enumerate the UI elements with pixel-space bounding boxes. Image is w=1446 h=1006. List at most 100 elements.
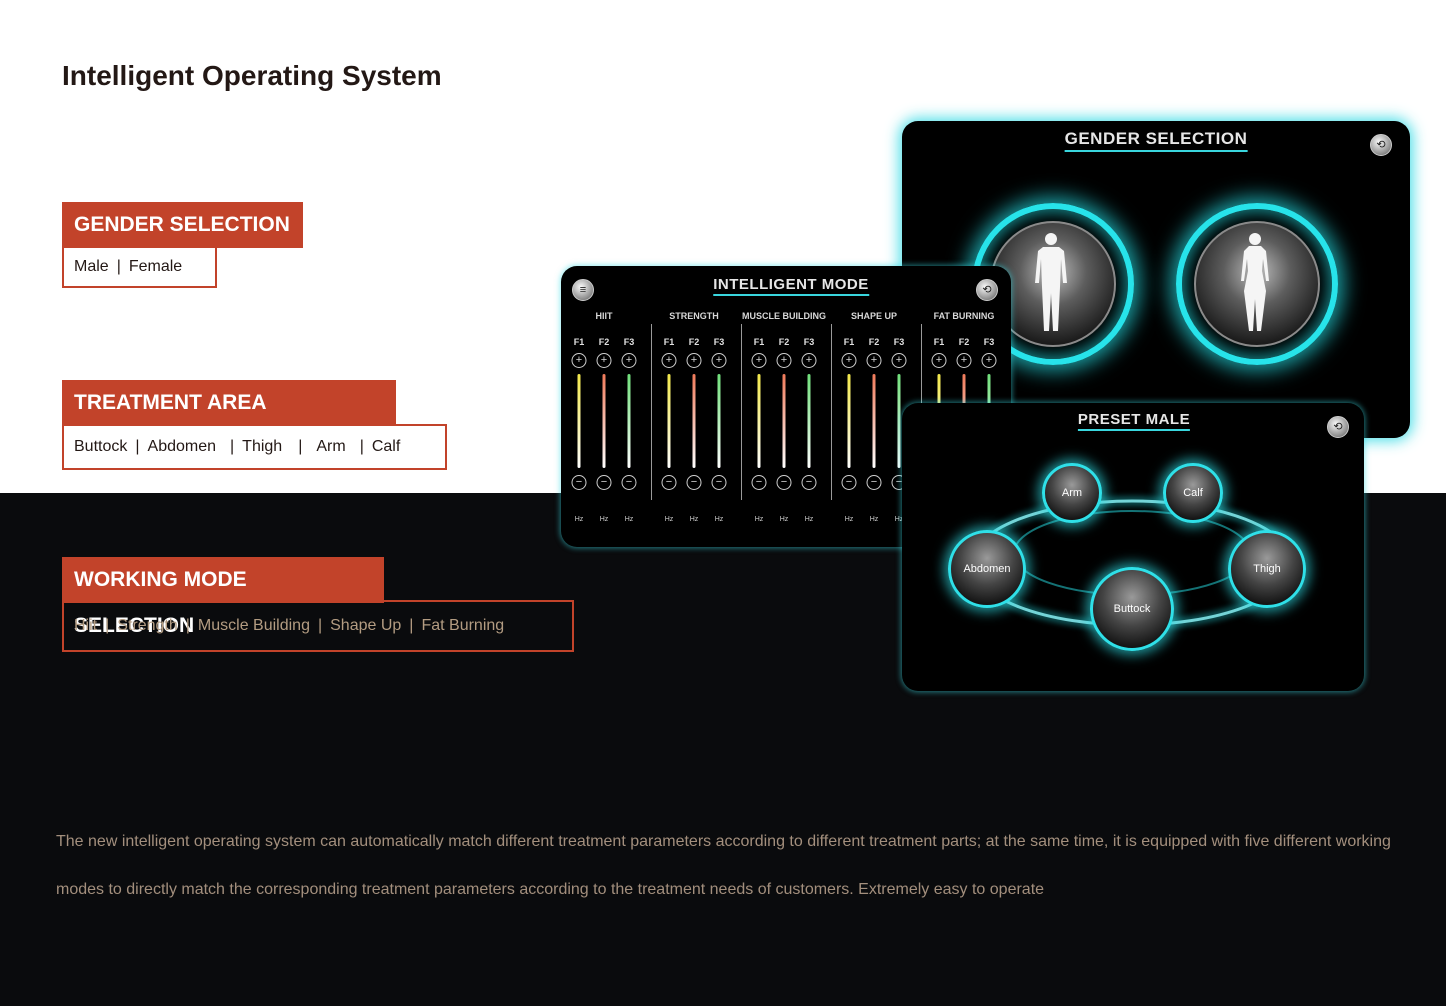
option-separator: | [185, 617, 190, 634]
intensity-slider[interactable] [602, 374, 606, 468]
hz-label: Hz [779, 516, 789, 523]
plus-button[interactable]: + [686, 353, 702, 368]
group-divider [831, 324, 832, 500]
channel-label: F2 [868, 337, 880, 347]
intensity-slider[interactable] [847, 374, 851, 468]
intensity-slider[interactable] [577, 374, 581, 468]
plus-button[interactable]: + [621, 353, 637, 368]
option-separator: | [359, 438, 364, 455]
option-separator: | [105, 617, 110, 634]
area-thigh-button[interactable]: Thigh [1228, 530, 1306, 608]
minus-button[interactable]: − [711, 475, 727, 490]
treatment-area-heading: TREATMENT AREA SELECTION [62, 380, 396, 460]
minus-button[interactable]: − [596, 475, 612, 490]
minus-button[interactable]: − [866, 475, 882, 490]
preset-male-screen: PRESET MALE ⟲ Arm Calf Abdomen Thigh But… [902, 403, 1364, 691]
gender-selection-heading: GENDER SELECTION [62, 202, 303, 248]
intensity-slider[interactable] [897, 374, 901, 468]
channel-label: F1 [573, 337, 585, 347]
option-fat-burning: Fat Burning [421, 617, 505, 634]
minus-button[interactable]: − [621, 475, 637, 490]
intensity-slider[interactable] [872, 374, 876, 468]
channel-label: F3 [893, 337, 905, 347]
area-buttock-button[interactable]: Buttock [1090, 567, 1174, 651]
option-calf: Calf [371, 438, 401, 455]
hz-label: Hz [689, 516, 699, 523]
hz-label: Hz [574, 516, 584, 523]
page-title: Intelligent Operating System [62, 60, 442, 91]
mode-label: SHAPE UP [850, 311, 898, 321]
mode-label: MUSCLE BUILDING [742, 311, 826, 321]
intelligent-mode-title: INTELLIGENT MODE [713, 276, 869, 296]
option-separator: | [409, 617, 414, 634]
intensity-slider[interactable] [807, 374, 811, 468]
hz-label: Hz [869, 516, 879, 523]
channel-label: F1 [933, 337, 945, 347]
minus-button[interactable]: − [841, 475, 857, 490]
group-divider [651, 324, 652, 500]
plus-button[interactable]: + [841, 353, 857, 368]
area-abdomen-button[interactable]: Abdomen [948, 530, 1026, 608]
minus-button[interactable]: − [776, 475, 792, 490]
area-calf-button[interactable]: Calf [1163, 463, 1223, 523]
option-shape-up: Shape Up [330, 617, 402, 634]
mode-label: FAT BURNING [933, 311, 995, 321]
option-female: Female [128, 258, 183, 275]
plus-button[interactable]: + [981, 353, 997, 368]
minus-button[interactable]: − [661, 475, 677, 490]
plus-button[interactable]: + [751, 353, 767, 368]
mode-label: HIIT [595, 311, 613, 321]
hz-label: Hz [624, 516, 634, 523]
intensity-slider[interactable] [627, 374, 631, 468]
channel-label: F2 [778, 337, 790, 347]
option-arm: Arm [316, 438, 346, 455]
description-text: The new intelligent operating system can… [56, 833, 1391, 898]
option-hiit: Hiit [74, 617, 98, 634]
minus-button[interactable]: − [751, 475, 767, 490]
minus-button[interactable]: − [571, 475, 587, 490]
plus-button[interactable]: + [776, 353, 792, 368]
plus-button[interactable]: + [891, 353, 907, 368]
plus-button[interactable]: + [801, 353, 817, 368]
gender-screen-title: GENDER SELECTION [1064, 129, 1248, 152]
channel-label: F1 [663, 337, 675, 347]
hz-label: Hz [844, 516, 854, 523]
area-arm-button[interactable]: Arm [1042, 463, 1102, 523]
channel-label: F3 [713, 337, 725, 347]
preset-male-title: PRESET MALE [1077, 411, 1191, 431]
working-mode-heading: WORKING MODE SELECTION [62, 557, 384, 637]
settings-knob-icon[interactable]: ⟲ [976, 279, 998, 301]
hz-label: Hz [804, 516, 814, 523]
channel-label: F2 [598, 337, 610, 347]
plus-button[interactable]: + [596, 353, 612, 368]
channel-label: F3 [983, 337, 995, 347]
intensity-slider[interactable] [782, 374, 786, 468]
gender-options-box: Male | Female [62, 246, 217, 288]
channel-label: F1 [843, 337, 855, 347]
intensity-slider[interactable] [692, 374, 696, 468]
minus-button[interactable]: − [801, 475, 817, 490]
treatment-options-box: Buttock | Abdomen | Thigh | Arm | Calf [62, 424, 447, 470]
channel-label: F2 [688, 337, 700, 347]
plus-button[interactable]: + [661, 353, 677, 368]
plus-button[interactable]: + [931, 353, 947, 368]
intensity-slider[interactable] [717, 374, 721, 468]
home-knob-icon[interactable]: ≡ [572, 279, 594, 301]
settings-knob-icon[interactable]: ⟲ [1327, 416, 1349, 438]
mode-label: STRENGTH [669, 311, 719, 321]
plus-button[interactable]: + [571, 353, 587, 368]
minus-button[interactable]: − [686, 475, 702, 490]
hz-label: Hz [714, 516, 724, 523]
option-thigh: Thigh [242, 438, 283, 455]
plus-button[interactable]: + [866, 353, 882, 368]
settings-knob-icon[interactable]: ⟲ [1370, 134, 1392, 156]
plus-button[interactable]: + [711, 353, 727, 368]
option-muscle-building: Muscle Building [197, 617, 310, 634]
plus-button[interactable]: + [956, 353, 972, 368]
group-divider [741, 324, 742, 500]
channel-label: F3 [623, 337, 635, 347]
intensity-slider[interactable] [757, 374, 761, 468]
female-figure-icon [1241, 233, 1269, 331]
channel-label: F1 [753, 337, 765, 347]
intensity-slider[interactable] [667, 374, 671, 468]
